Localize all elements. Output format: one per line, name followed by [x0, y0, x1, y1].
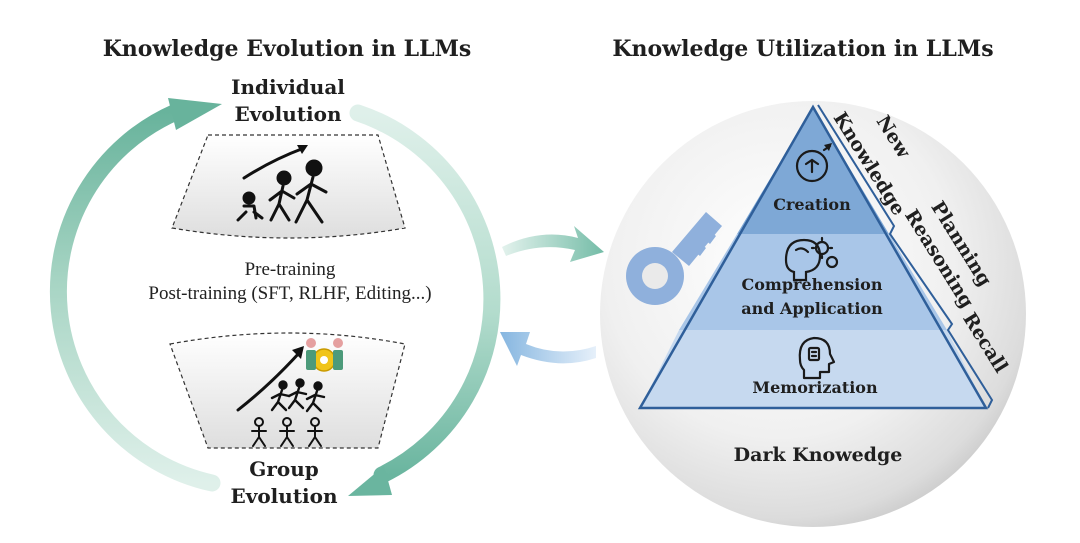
- cycle-ring-right: [349, 104, 501, 484]
- cycle-arrowhead-top: [168, 98, 222, 130]
- arrow-to-utilization: [502, 226, 604, 262]
- memorization-label: Memorization: [752, 378, 878, 397]
- individual-panel: [171, 134, 406, 239]
- cycle-ring-left: [49, 103, 221, 492]
- climbing-people-icon: [236, 145, 328, 224]
- pre-training-label: Pre-training: [245, 259, 336, 280]
- brain-gears-icon: [784, 236, 839, 282]
- comprehension-label-line1: Comprehension: [742, 275, 883, 294]
- pyramid-tier-memorization: [640, 330, 986, 408]
- team-growth-icon: [236, 338, 343, 447]
- left-title: Knowledge Evolution in LLMs: [103, 36, 472, 62]
- cycle-arrowhead-bottom: [348, 466, 392, 496]
- pyramid-outline: [637, 104, 989, 410]
- key-icon: [626, 212, 722, 305]
- right-title: Knowledge Utilization in LLMs: [612, 36, 993, 62]
- post-training-label: Post-training (SFT, RLHF, Editing...): [148, 283, 431, 304]
- memory-head-icon: [798, 336, 836, 380]
- pyramid-side-rail: [817, 104, 994, 409]
- arrow-to-evolution: [500, 332, 596, 366]
- individual-label-line1: Individual: [231, 75, 345, 99]
- creative-mind-icon: [795, 143, 832, 183]
- group-label-line2: Evolution: [230, 484, 338, 508]
- group-label-line1: Group: [249, 457, 318, 481]
- pyramid-tier-comprehension: [679, 234, 947, 330]
- creation-label: Creation: [773, 195, 851, 214]
- comprehension-label-line2: and Application: [741, 299, 883, 318]
- individual-label-line2: Evolution: [234, 102, 342, 126]
- group-panel: [169, 332, 406, 449]
- dark-knowledge-label: Dark Knowedge: [734, 444, 903, 466]
